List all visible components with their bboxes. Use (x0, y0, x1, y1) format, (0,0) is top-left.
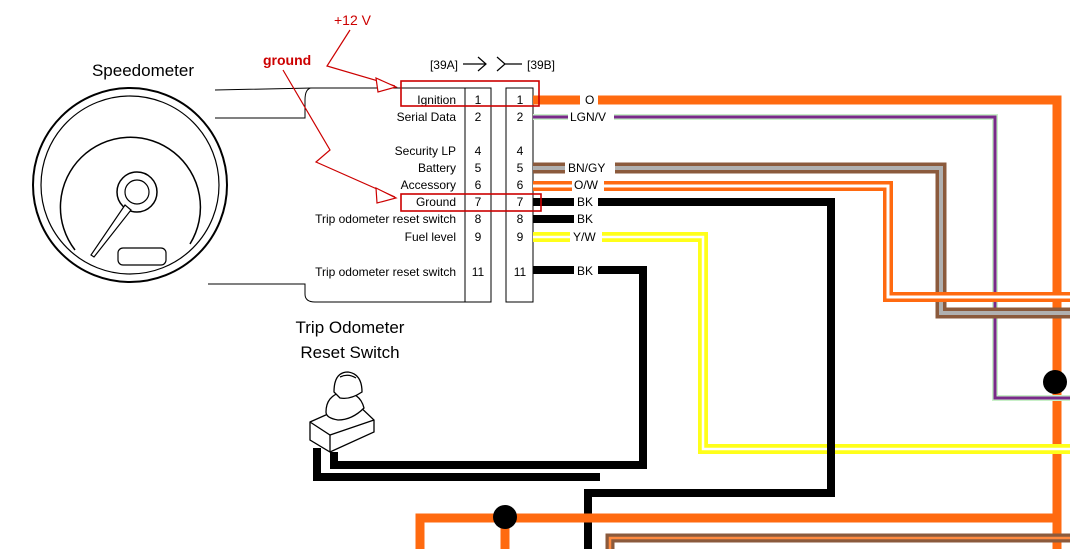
speedometer: Speedometer (32, 61, 465, 303)
trip-switch-title-line1: Trip Odometer (296, 318, 405, 337)
annotation-ground: ground (263, 52, 311, 68)
wire-label: BK (577, 264, 593, 278)
speedometer-housing-lower (208, 283, 465, 303)
pin-number-a: 7 (475, 195, 482, 209)
pin-label: Ignition (417, 93, 456, 107)
pin-number-b: 8 (517, 212, 524, 226)
pin-number-b: 2 (517, 110, 524, 124)
connector-39a (464, 87, 492, 303)
annotation-pointer (326, 29, 396, 87)
pin-row: Fuel level 9 9 (405, 230, 524, 244)
annotation-pointer (282, 69, 396, 198)
pin-number-b: 6 (517, 178, 524, 192)
pin-list: Ignition 1 1 Serial Data 2 2 Security LP… (315, 93, 526, 279)
pin-label: Security LP (395, 144, 456, 158)
pin-row: Ground 7 7 (416, 195, 524, 209)
wire-label: O (585, 93, 594, 107)
trip-reset-switch-icon (309, 371, 375, 453)
speedometer-inner-ring (40, 95, 220, 275)
pin-row: Trip odometer reset switch 11 11 (315, 265, 526, 279)
pin-number-b: 1 (517, 93, 524, 107)
annotation-arrowhead-icon (375, 77, 398, 93)
pin-number-b: 11 (514, 265, 527, 279)
wire-label: BN/GY (568, 161, 605, 175)
connector-arrow-icon (463, 56, 522, 72)
pin-number-a: 4 (475, 144, 482, 158)
annotations: +12 V ground (263, 12, 542, 212)
pin-number-a: 2 (475, 110, 482, 124)
pin-number-a: 11 (472, 265, 485, 279)
wire-brown-lower (605, 533, 1070, 549)
pin-number-b: 9 (517, 230, 524, 244)
wire-label: Y/W (573, 230, 596, 244)
wire-bk-ground (533, 198, 835, 549)
speedometer-scale-arc (59, 136, 202, 251)
wire-label: LGN/V (570, 110, 606, 124)
speedometer-hub-inner (124, 179, 150, 205)
pin-label: Battery (418, 161, 456, 175)
wire-labels: O LGN/V BN/GY O/W BK BK Y/W BK (565, 93, 615, 278)
pin-number-a: 1 (475, 93, 482, 107)
pin-row: Accessory 6 6 (401, 178, 524, 192)
annotation-arrowhead-icon (375, 186, 398, 204)
pin-number-b: 5 (517, 161, 524, 175)
splice-dot (1043, 370, 1067, 394)
connector-39b (505, 87, 534, 303)
wire-o-w (533, 181, 1070, 302)
pin-number-a: 6 (475, 178, 482, 192)
pin-row: Battery 5 5 (418, 161, 524, 175)
pin-label: Ground (416, 195, 456, 209)
pin-row: Security LP 4 4 (395, 144, 524, 158)
pin-row: Trip odometer reset switch 8 8 (315, 212, 524, 226)
wire-bn-gy (533, 162, 1070, 319)
wire-label: O/W (574, 178, 599, 192)
highlight-ignition (400, 80, 540, 107)
pin-label: Serial Data (397, 110, 457, 124)
wire-bk-trip-11 (313, 266, 647, 481)
pin-row: Ignition 1 1 (417, 93, 523, 107)
connector-a-label: [39A] (430, 58, 458, 72)
wire-lgn-v (533, 114, 1070, 401)
odometer-window (117, 247, 167, 266)
pin-number-a: 5 (475, 161, 482, 175)
wire-label: BK (577, 212, 593, 226)
splice-dot (493, 505, 517, 529)
wire-label: BK (577, 195, 593, 209)
pin-number-b: 4 (517, 144, 524, 158)
annotation-plus12v: +12 V (334, 12, 372, 28)
speedometer-needle (90, 204, 132, 258)
wire-y-w (533, 232, 1070, 454)
pin-label: Trip odometer reset switch (315, 212, 456, 226)
highlight-ground (400, 193, 542, 212)
pin-label: Accessory (401, 178, 456, 192)
pin-number-b: 7 (517, 195, 524, 209)
speedometer-title: Speedometer (92, 61, 194, 80)
pin-row: Serial Data 2 2 (397, 110, 524, 124)
trip-switch-title-line2: Reset Switch (300, 343, 399, 362)
pin-label: Trip odometer reset switch (315, 265, 456, 279)
pin-number-a: 9 (475, 230, 482, 244)
connector-b-label: [39B] (527, 58, 555, 72)
pin-number-a: 8 (475, 212, 482, 226)
speedometer-housing (214, 87, 313, 119)
pin-label: Fuel level (405, 230, 456, 244)
